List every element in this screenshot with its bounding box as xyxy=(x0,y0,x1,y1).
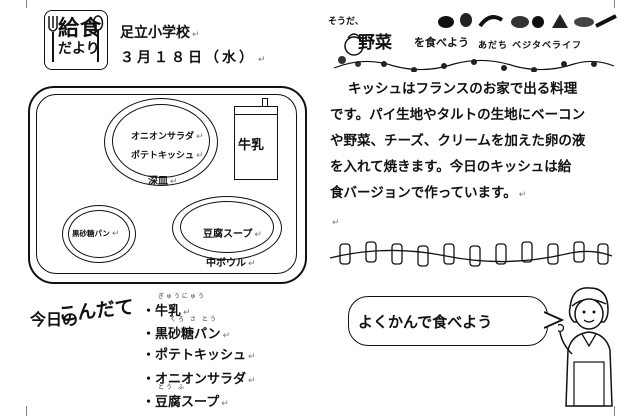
small-plate-rim xyxy=(68,210,130,258)
menu-item-4: ・オニオンサラダ↵ xyxy=(142,372,256,387)
article-body: キッシュはフランスのお家で出る料理 です。パイ生地やタルトの生地にベーコン や野… xyxy=(330,76,585,236)
article-line-5: 食バージョンで作っています。↵ xyxy=(330,185,527,201)
fork-icon xyxy=(48,16,58,62)
veg-header-sub: あだち ベジタベライフ xyxy=(478,41,582,51)
menu-title-prefix: 今日の xyxy=(30,310,79,329)
menu-item-3: ・ポテトキッシュ↵ xyxy=(142,348,256,363)
newsletter-title-kyushoku: 給食 xyxy=(58,16,102,40)
newsletter-badge xyxy=(44,10,108,70)
menu-item-5: とう ふ ・豆腐スープ↵ xyxy=(142,384,229,410)
middle-bowl-food: 豆腐スープ↵ xyxy=(203,229,262,240)
veg-header-big: 野菜 xyxy=(358,33,392,53)
middle-bowl-label: 中ボウル↵ xyxy=(206,258,256,269)
article-line-3: や野菜、チーズ、クリームを加えた卵の液 xyxy=(330,133,586,149)
article-line-4: を入れて焼きます。今日のキッシュは給 xyxy=(330,159,572,175)
milk-label: 牛乳 xyxy=(238,138,265,153)
vegetable-icon xyxy=(333,13,617,72)
crop-mark xyxy=(26,406,27,416)
vegetable-parade-divider xyxy=(329,241,613,267)
bubble-message: よくかんで食べよう xyxy=(358,313,493,331)
crop-mark xyxy=(614,406,615,416)
menu-date: ３月１８日（水）↵ xyxy=(120,50,269,66)
spoon-icon xyxy=(92,15,104,62)
deep-dish-food-1: オニオンサラダ↵ xyxy=(131,132,204,142)
deep-dish-rim xyxy=(112,104,210,178)
menu-item-ruby: くろ さ とう xyxy=(170,316,218,323)
deep-dish-food-2: ポテトキッシュ↵ xyxy=(131,151,204,161)
crop-mark xyxy=(26,0,27,8)
menu-item-1: ぎゅうにゅう ・牛乳↵ xyxy=(142,293,206,319)
crop-mark xyxy=(614,0,615,8)
lunch-lady-icon xyxy=(558,287,613,407)
menu-item-ruby: ぎゅうにゅう xyxy=(158,293,206,300)
article-line-2: です。パイ生地やタルトの生地にベーコン xyxy=(330,107,586,123)
menu-item-2: くろ さ とう ・黒砂糖パン↵ xyxy=(142,316,231,342)
article-blank-line: ↵ xyxy=(332,218,340,228)
newsletter-title-dayori: だより xyxy=(58,41,100,57)
veg-header-mid: を食べよう xyxy=(414,36,469,49)
lunch-tray xyxy=(28,86,307,284)
milk-carton-icon xyxy=(234,106,278,117)
menu-title-main: こんだて xyxy=(57,296,136,326)
small-plate-food: 黒砂糖パン↵ xyxy=(72,229,120,239)
lunch-tray-inner xyxy=(36,94,297,274)
menu-item-ruby: とう ふ xyxy=(158,384,186,391)
veg-header-small: そうだ、 xyxy=(328,17,364,27)
speech-bubble xyxy=(348,296,548,346)
speech-bubble-tail xyxy=(544,311,564,329)
middle-bowl-rim xyxy=(180,201,274,253)
school-name: 足立小学校↵ xyxy=(120,25,200,41)
milk-carton-body xyxy=(234,114,278,180)
article-line-1: キッシュはフランスのお家で出る料理 xyxy=(348,81,578,97)
deep-dish-label: 深皿↵ xyxy=(148,176,178,187)
